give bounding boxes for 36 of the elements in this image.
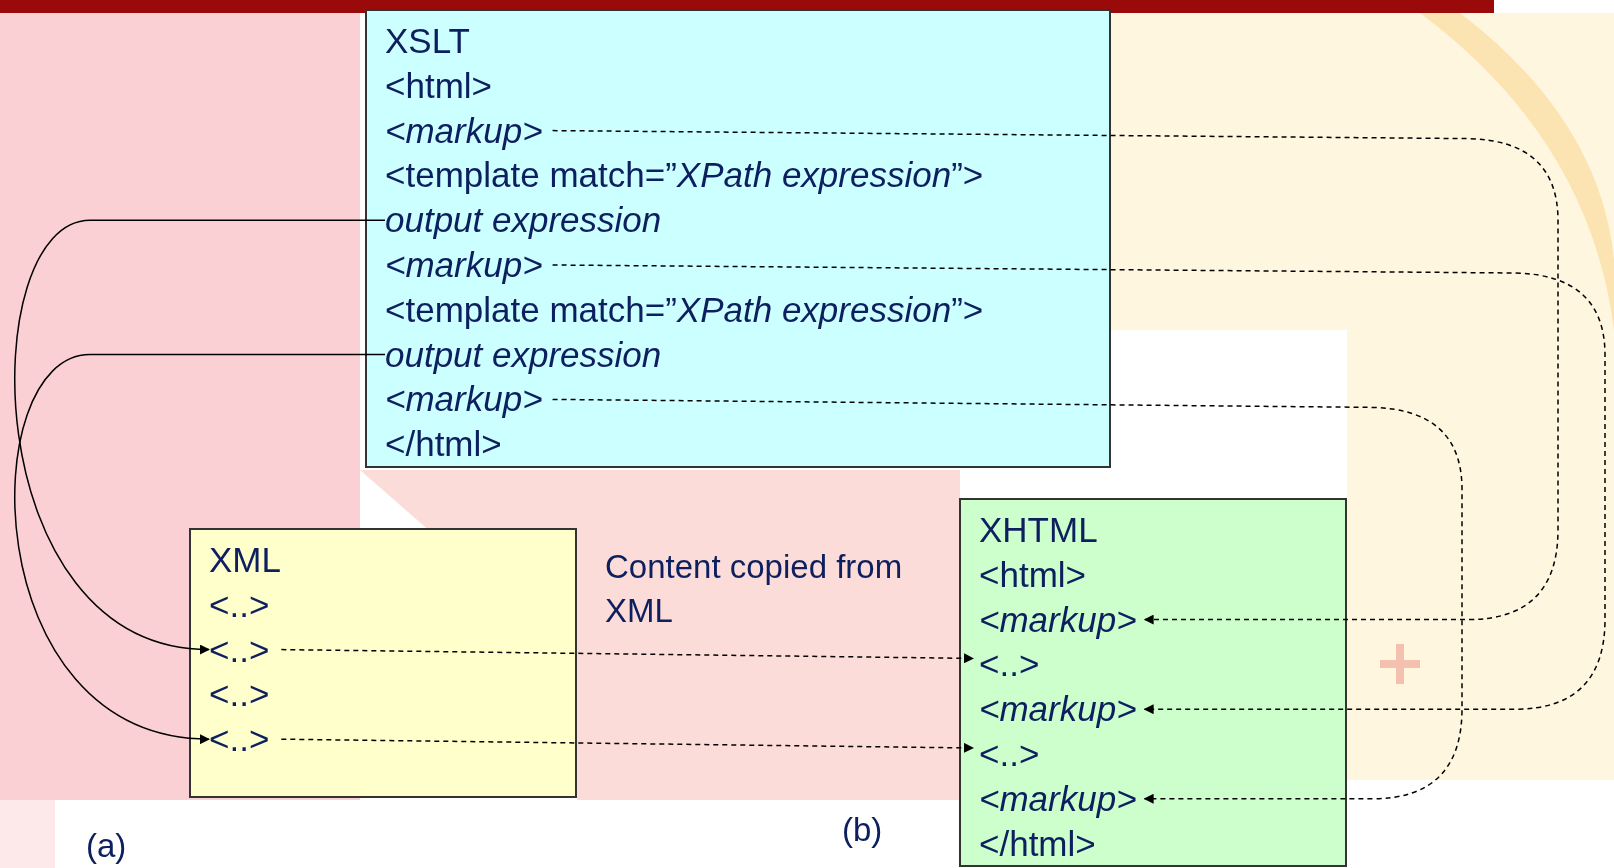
code-line: <markup> [385, 110, 543, 151]
code-line: <markup> [979, 778, 1137, 819]
code-line: <markup> [979, 689, 1137, 730]
code-line: <..> [979, 734, 1040, 774]
code-line: <template match=”XPath expression”> [385, 289, 984, 330]
code-line: <template match=”XPath expression”> [385, 155, 984, 196]
code-line: <..> [209, 719, 270, 760]
code-line: </html> [979, 823, 1096, 864]
code-line: <html> [979, 554, 1086, 595]
xslt-box [365, 9, 1111, 468]
note-text: (b) [842, 810, 884, 850]
code-line: <html> [385, 65, 492, 106]
connector-arrow [14, 353, 386, 743]
code-line: <markup> [385, 379, 543, 420]
xhtml-box [959, 498, 1347, 867]
note-text: Content copied from XML [605, 547, 904, 631]
connector-arrow [14, 219, 386, 654]
connector-arrow [551, 264, 1606, 715]
connector-arrow [280, 738, 974, 753]
code-line: <markup> [385, 245, 543, 285]
box-heading: XML [209, 540, 281, 580]
code-line: output expression [385, 334, 662, 375]
code-line: <..> [209, 674, 270, 715]
box-heading: XHTML [979, 510, 1098, 550]
note-text: (a) [86, 826, 128, 866]
xml-box [189, 528, 577, 798]
code-line: <..> [209, 584, 270, 625]
connector-arrow [551, 398, 1463, 804]
connector-arrow [551, 129, 1559, 625]
code-line: <markup> [979, 599, 1137, 640]
code-line: output expression [385, 200, 662, 241]
code-line: <..> [209, 629, 270, 670]
code-line: </html> [385, 424, 502, 465]
code-line: <..> [979, 644, 1040, 685]
connector-arrow [280, 648, 974, 664]
box-heading: XSLT [385, 21, 470, 61]
